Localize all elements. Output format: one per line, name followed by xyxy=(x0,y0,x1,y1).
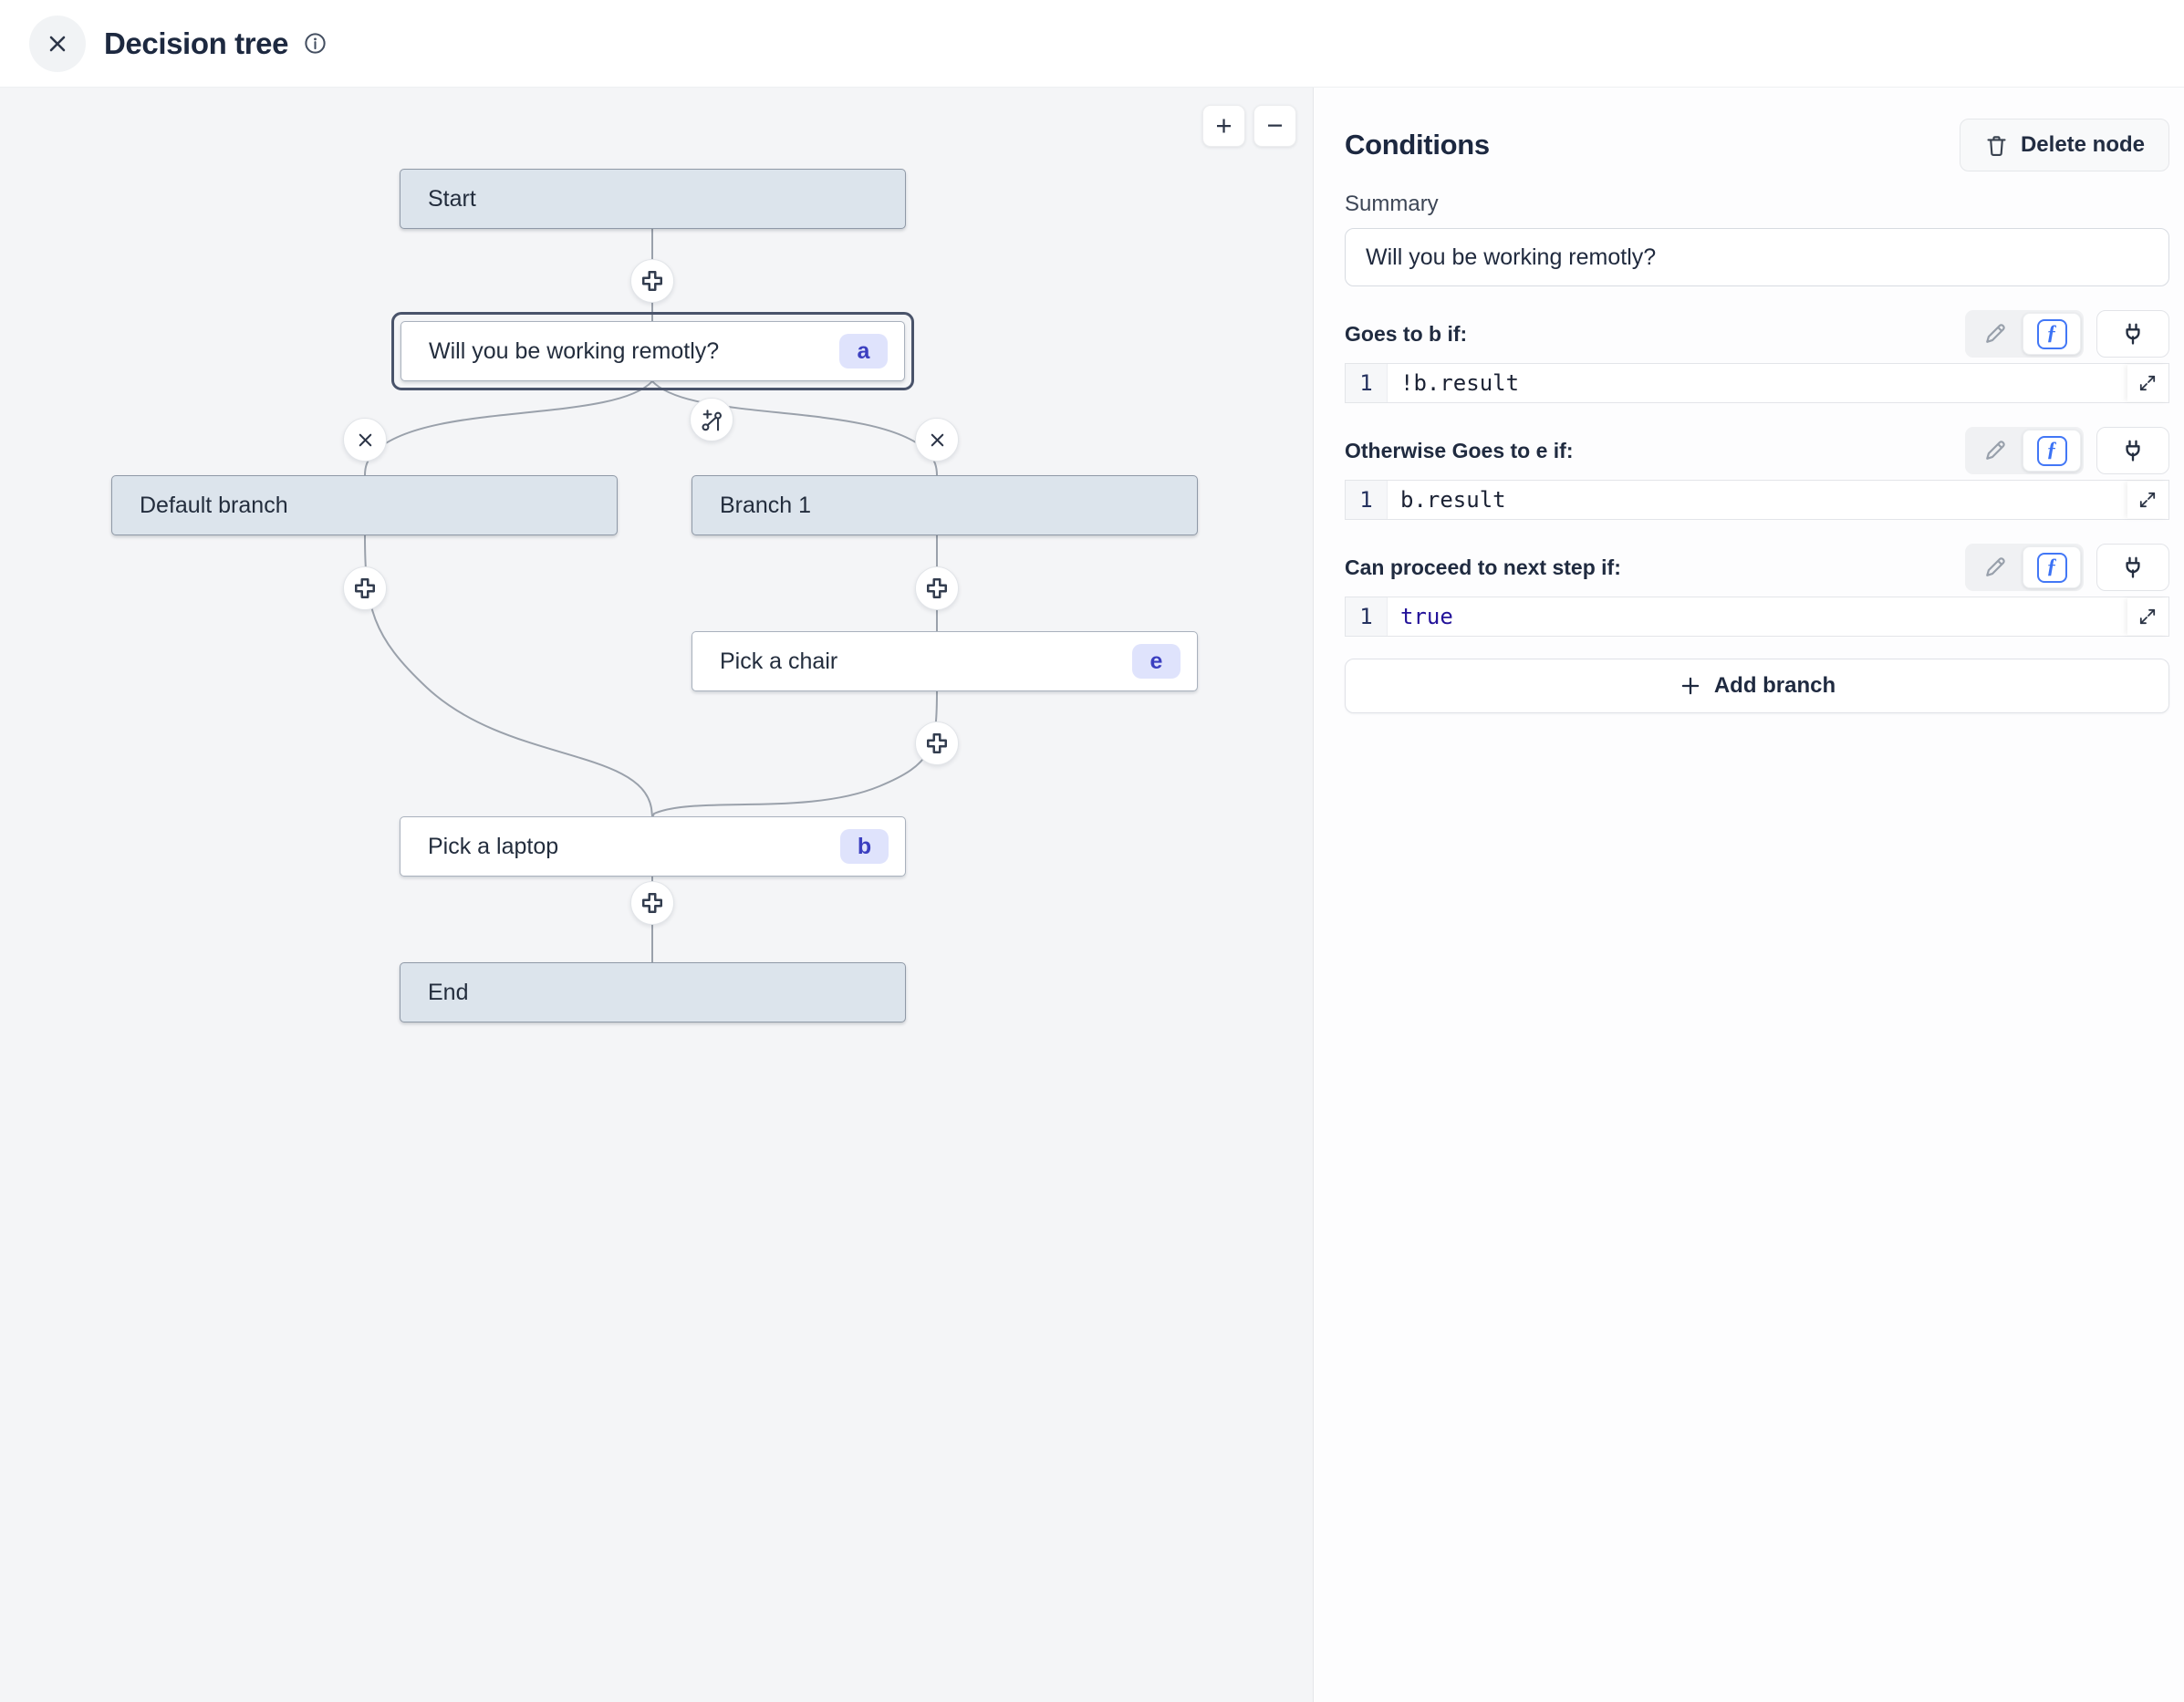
add-node-button[interactable] xyxy=(630,259,674,303)
editor-controls: ƒ xyxy=(1965,310,2169,358)
plus-icon xyxy=(353,576,377,600)
code-text[interactable]: true xyxy=(1400,604,1453,629)
node-label: Pick a chair xyxy=(720,648,838,674)
selected-node-ring xyxy=(391,312,914,390)
line-number: 1 xyxy=(1346,364,1388,402)
line-number: 1 xyxy=(1346,481,1388,519)
condition-sections: Goes to b if: xyxy=(1345,308,2169,637)
topbar: Decision tree xyxy=(0,0,2184,88)
line-number: 1 xyxy=(1346,597,1388,636)
panel-header: Conditions Delete node xyxy=(1345,119,2169,171)
plus-icon xyxy=(925,576,949,600)
page-title: Decision tree xyxy=(104,26,289,60)
add-node-button[interactable] xyxy=(343,566,387,610)
expand-icon xyxy=(2137,372,2158,394)
expand-icon xyxy=(2137,606,2158,628)
flow-canvas[interactable]: + − Start Will you be working remotly? a… xyxy=(0,88,1314,1702)
expand-editor-button[interactable] xyxy=(2127,482,2168,518)
node-key-badge: b xyxy=(840,829,889,864)
text-mode-button[interactable] xyxy=(1968,430,2023,472)
plus-icon xyxy=(925,732,949,755)
plug-button[interactable] xyxy=(2096,544,2169,591)
pencil-icon xyxy=(1982,555,2008,580)
node-label: Default branch xyxy=(140,492,288,518)
add-node-button[interactable] xyxy=(915,566,959,610)
remove-branch-button[interactable] xyxy=(343,418,387,462)
plug-button[interactable] xyxy=(2096,427,2169,474)
panel-title: Conditions xyxy=(1345,129,1490,161)
condition-label: Otherwise Goes to e if: xyxy=(1345,438,1574,462)
node-pick-chair[interactable]: Pick a chair e xyxy=(692,631,1198,691)
text-mode-button[interactable] xyxy=(1968,546,2023,588)
condition-section-can-proceed: Can proceed to next step if: xyxy=(1345,542,2169,637)
summary-input[interactable] xyxy=(1345,228,2169,286)
editor-controls: ƒ xyxy=(1965,427,2169,474)
add-branch-button[interactable]: Add branch xyxy=(1345,659,2169,713)
node-key-badge: a xyxy=(839,334,888,368)
node-label: Pick a laptop xyxy=(428,833,559,859)
expand-editor-button[interactable] xyxy=(2127,598,2168,635)
condition-section-goes-to-b: Goes to b if: xyxy=(1345,308,2169,403)
mode-toggle: ƒ xyxy=(1965,544,2084,591)
node-pick-laptop[interactable]: Pick a laptop b xyxy=(400,816,906,877)
fx-icon: ƒ xyxy=(2036,552,2067,583)
plus-icon xyxy=(1679,674,1702,698)
x-icon xyxy=(355,430,376,451)
code-editor[interactable]: 1 b.result xyxy=(1345,480,2169,520)
condition-label: Can proceed to next step if: xyxy=(1345,555,1621,579)
branch-icon xyxy=(700,408,724,432)
node-label: Start xyxy=(428,185,476,212)
add-node-button[interactable] xyxy=(915,721,959,765)
add-branch-label: Add branch xyxy=(1713,673,1836,698)
close-button[interactable] xyxy=(29,15,86,72)
condition-section-otherwise-e: Otherwise Goes to e if: xyxy=(1345,425,2169,520)
node-label: Branch 1 xyxy=(720,492,812,518)
add-node-button[interactable] xyxy=(630,881,674,925)
node-start[interactable]: Start xyxy=(400,169,906,229)
text-mode-button[interactable] xyxy=(1968,313,2023,355)
pencil-icon xyxy=(1982,438,2008,463)
editor-controls: ƒ xyxy=(1965,544,2169,591)
node-branch-1[interactable]: Branch 1 xyxy=(692,475,1198,535)
add-branch-node-button[interactable] xyxy=(690,398,733,441)
zoom-out-button[interactable]: − xyxy=(1253,105,1296,147)
condition-label: Goes to b if: xyxy=(1345,321,1468,346)
plug-button[interactable] xyxy=(2096,310,2169,358)
trash-icon xyxy=(1984,133,2009,158)
plug-icon xyxy=(2120,555,2146,580)
node-label: End xyxy=(428,979,469,1005)
node-label: Will you be working remotly? xyxy=(429,337,720,364)
node-end[interactable]: End xyxy=(400,962,906,1022)
code-text[interactable]: b.result xyxy=(1400,487,1506,513)
pencil-icon xyxy=(1982,321,2008,347)
plus-icon xyxy=(640,269,664,293)
summary-label: Summary xyxy=(1345,192,1439,216)
fx-mode-button[interactable]: ƒ xyxy=(2023,430,2081,472)
remove-branch-button[interactable] xyxy=(915,418,959,462)
mode-toggle: ƒ xyxy=(1965,427,2084,474)
node-key-badge: e xyxy=(1132,644,1180,679)
code-text[interactable]: !b.result xyxy=(1400,370,1520,396)
info-icon[interactable] xyxy=(303,31,328,56)
node-default-branch[interactable]: Default branch xyxy=(111,475,618,535)
fx-icon: ƒ xyxy=(2036,435,2067,466)
plug-icon xyxy=(2120,438,2146,463)
expand-editor-button[interactable] xyxy=(2127,365,2168,401)
conditions-panel: Conditions Delete node Summary Goes to b… xyxy=(1315,88,2184,1702)
fx-mode-button[interactable]: ƒ xyxy=(2023,313,2081,355)
code-editor[interactable]: 1 !b.result xyxy=(1345,363,2169,403)
close-icon xyxy=(45,31,70,57)
x-icon xyxy=(927,430,948,451)
fx-icon: ƒ xyxy=(2036,318,2067,349)
node-question[interactable]: Will you be working remotly? a xyxy=(400,321,905,381)
zoom-in-button[interactable]: + xyxy=(1202,105,1245,147)
code-editor[interactable]: 1 true xyxy=(1345,597,2169,637)
plug-icon xyxy=(2120,321,2146,347)
plus-icon xyxy=(640,891,664,915)
mode-toggle: ƒ xyxy=(1965,310,2084,358)
delete-node-button[interactable]: Delete node xyxy=(1959,119,2169,171)
delete-node-label: Delete node xyxy=(2020,132,2145,157)
expand-icon xyxy=(2137,489,2158,511)
fx-mode-button[interactable]: ƒ xyxy=(2023,546,2081,588)
